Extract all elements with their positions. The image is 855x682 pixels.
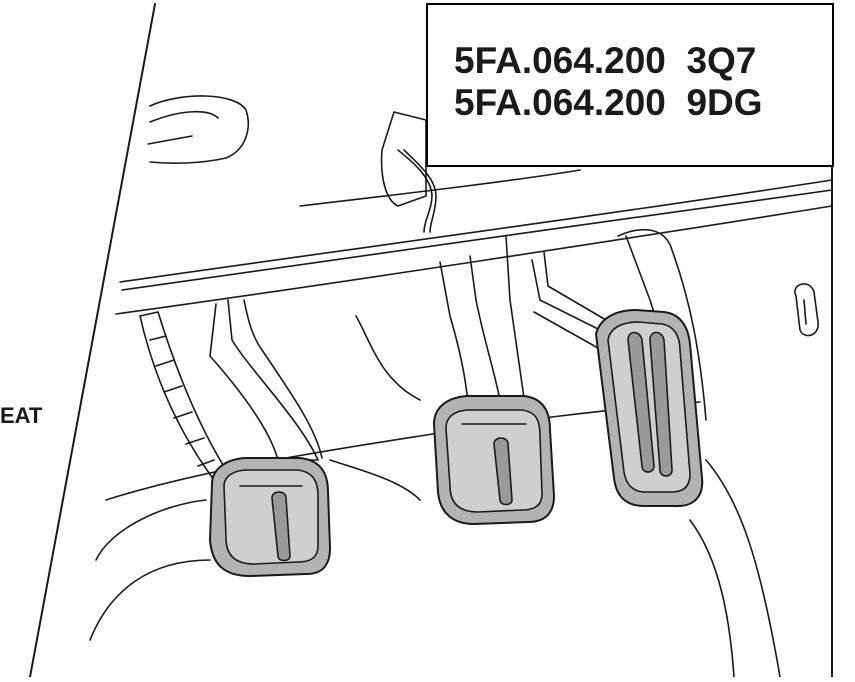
part-number-line-2: 5FA.064.200 9DG — [454, 83, 763, 123]
vent-outline — [149, 95, 250, 164]
part-suffix: 3Q7 — [686, 40, 757, 81]
dash-molding-lower — [115, 205, 833, 315]
dash-molding-upper — [119, 179, 833, 283]
floor-contour-bottom — [89, 559, 211, 641]
part-suffix: 9DG — [686, 82, 763, 123]
panel-clip-hole — [803, 299, 807, 325]
clutch-arm-edge — [243, 299, 323, 459]
right-floor-2 — [689, 519, 735, 678]
brake-arm — [439, 255, 501, 405]
column-cover — [380, 111, 427, 207]
bracket-ribs — [149, 335, 215, 467]
wire-loom — [397, 149, 433, 233]
pedal-bracket — [139, 311, 231, 481]
part-number-line-1: 5FA.064.200 3Q7 — [454, 41, 756, 81]
tunnel-hump — [355, 315, 421, 401]
accel-arm-lower — [533, 311, 599, 349]
vent-slat — [147, 135, 193, 145]
seat-callout-label: EAT — [0, 403, 43, 428]
door-edge-line — [29, 3, 156, 678]
brake-pedal-pad — [433, 395, 555, 525]
dash-molding-mid — [121, 189, 833, 291]
accelerator-pedal-pad — [595, 309, 704, 507]
part-number: 5FA.064.200 — [454, 40, 666, 81]
clutch-pedal-pad — [209, 457, 331, 577]
dash-trim-line — [299, 169, 581, 207]
clutch-arm — [209, 299, 319, 461]
kick-panel — [617, 229, 707, 421]
part-number-label: 5FA.064.200 3Q7 5FA.064.200 9DG — [426, 3, 834, 167]
panel-clip — [794, 283, 819, 337]
vent-inner — [149, 110, 219, 123]
tunnel-contour — [329, 459, 421, 501]
wire-loom-2 — [403, 149, 437, 233]
right-floor — [705, 459, 781, 678]
part-number: 5FA.064.200 — [454, 82, 666, 123]
floor-contour-left — [95, 499, 207, 561]
brake-arm-front — [505, 235, 525, 399]
accel-arm — [531, 251, 607, 331]
